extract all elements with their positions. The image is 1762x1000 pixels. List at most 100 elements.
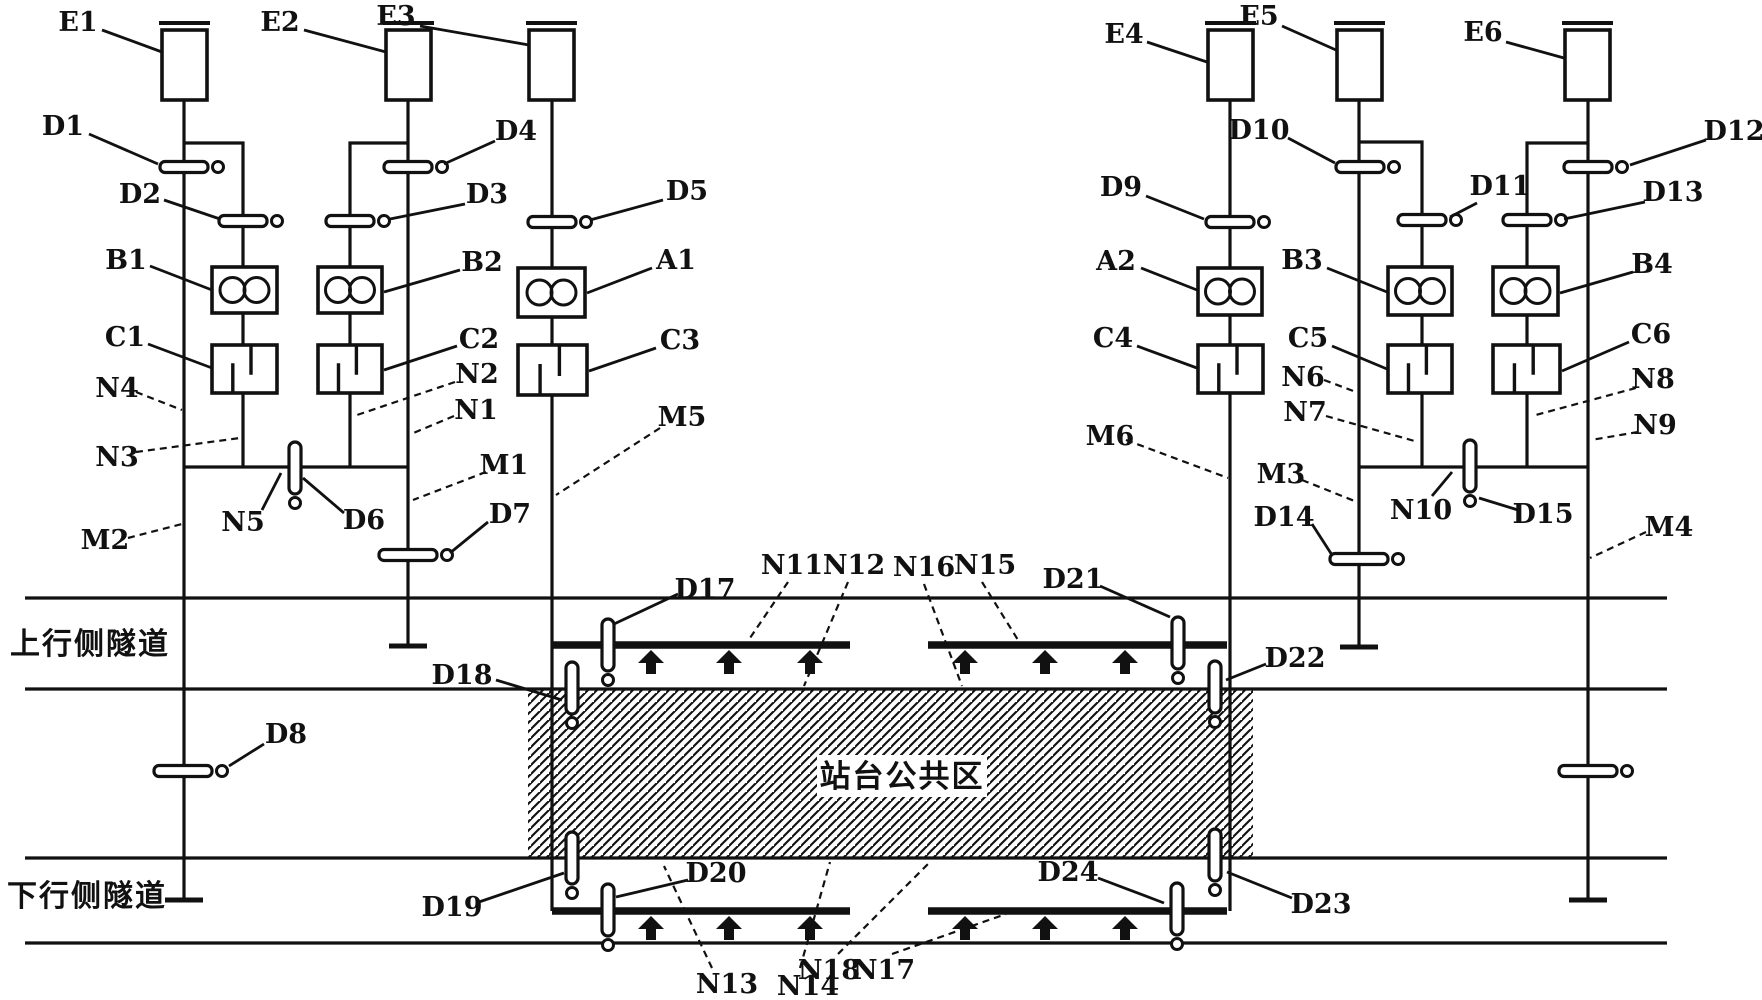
leader-N5 [260,472,283,511]
silencer-C3 [516,343,589,397]
leader-N6 [1323,378,1357,394]
label-N5: N5 [221,507,264,538]
label-N8: N8 [1631,364,1674,395]
leader-D20 [615,878,689,899]
shaft-E3-box [527,28,576,102]
label-E5: E5 [1239,1,1278,32]
leader-C1 [147,342,213,370]
label-D15: D15 [1513,499,1574,530]
silencer-C3-box [516,343,589,397]
damper-symbols [152,159,1634,952]
fan-B1 [210,265,279,315]
label-C6: C6 [1631,319,1671,350]
label-D21: D21 [1043,564,1104,595]
leader-D22 [1225,662,1267,682]
label-D1: D1 [42,111,84,142]
damper-D6-actuator [288,496,302,510]
damper-D18-blade [564,660,580,716]
label-C5: C5 [1288,323,1328,354]
damper-D14-actuator [1391,552,1405,566]
label-D7: D7 [489,499,531,530]
damper-D8 [152,763,229,779]
tunnel-wall-lines [25,596,1667,945]
damper-D21 [1170,615,1186,685]
leader-D15 [1478,496,1519,512]
damper-D13 [1501,212,1568,228]
label-N7: N7 [1283,397,1326,428]
damper-D4-blade [382,159,434,175]
leader-B2 [383,268,461,294]
damper-D21-actuator [1171,671,1185,685]
label-M4: M4 [1645,512,1694,543]
damper-D19-actuator [565,886,579,900]
fan-B1-box [210,265,279,315]
leader-D17 [613,592,679,626]
damper-D15-actuator [1463,494,1477,508]
silencer-C2-box [316,343,384,395]
label-N17: N17 [853,955,915,986]
label-N18: N18 [798,955,860,986]
damper-D18-actuator [565,716,579,730]
leader-C2 [383,344,458,372]
label-B3: B3 [1281,245,1323,276]
label-N10: N10 [1390,495,1452,526]
leader-D23 [1226,870,1293,900]
fan-B3 [1386,265,1454,317]
label-N6: N6 [1281,362,1324,393]
silencer-C2 [316,343,384,395]
leader-D1 [88,132,159,166]
damper-D9-blade [1204,214,1256,230]
leader-M4 [1589,531,1647,559]
silencer-C4-box [1196,343,1265,395]
label-N15: N15 [954,550,1016,581]
label-E3: E3 [376,1,415,32]
label-D5: D5 [666,176,708,207]
leader-A1 [586,266,653,295]
leader-N12 [802,581,850,687]
leader-D4 [443,139,496,166]
leader-C4 [1136,344,1198,370]
label-D12: D12 [1704,116,1762,147]
leader-N17 [891,912,1007,956]
label-D23: D23 [1291,889,1352,920]
shaft-E5-box [1335,28,1384,102]
leader-D13 [1563,200,1646,221]
damper-D14-blade [1328,551,1390,567]
damper-D3-actuator [377,214,391,228]
leader-D2 [163,198,221,221]
damper-D21-blade [1170,615,1186,671]
leader-E3 [419,24,530,47]
leader-N14 [798,861,832,969]
leader-N8 [1531,386,1637,418]
leader-D11 [1449,201,1478,219]
upflow-arrow-upper-4 [952,650,978,674]
damper-D18 [564,660,580,730]
silencer-C5-box [1386,343,1454,395]
label-M6: M6 [1086,421,1135,452]
vent-shaft-E1 [159,21,210,102]
leader-D7 [449,520,489,555]
leader-N1 [410,414,455,436]
vent-shaft-E3 [526,21,577,102]
label-E4: E4 [1104,19,1143,50]
label-D10: D10 [1229,115,1290,146]
leader-D6 [302,476,345,515]
upflow-arrow-lower-1 [638,916,664,940]
damper-D12-actuator [1615,160,1629,174]
label-N13: N13 [696,969,758,1000]
damper-D24-blade [1169,881,1185,937]
upflow-arrow-lower-5 [1032,916,1058,940]
damper-D8-actuator [215,764,229,778]
leader-B3 [1326,266,1388,294]
label-D24: D24 [1038,857,1099,888]
label-D14: D14 [1254,502,1315,533]
damper-D23-blade [1207,827,1223,883]
silencer-C6 [1491,343,1562,395]
fan-B1-impeller-right [242,276,271,304]
vent-shaft-E5 [1334,21,1385,102]
leader-M5 [555,427,661,496]
damper-D4 [382,159,449,175]
damper-D3 [324,213,391,229]
label-D17: D17 [675,574,736,605]
